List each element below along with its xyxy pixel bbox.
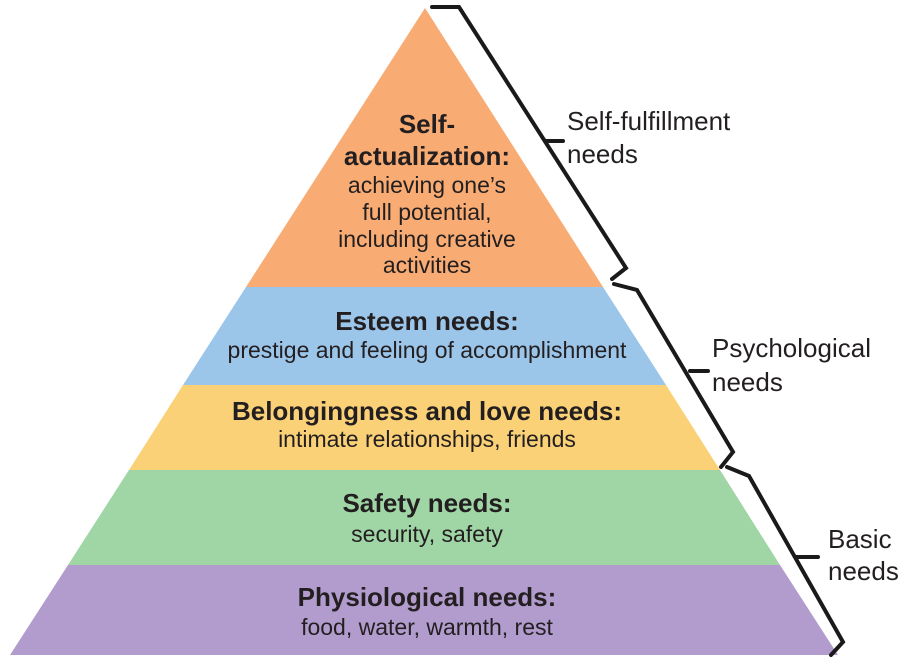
group-label-psychological: Psychological needs (712, 333, 871, 397)
level-desc-line: achieving one’s (348, 172, 506, 198)
group-label-line: needs (567, 139, 638, 169)
level-title-line: Physiological needs: (298, 582, 557, 612)
level-desc-line: prestige and feeling of accomplishment (228, 337, 628, 363)
level-text-self-actualization: Self- actualization: achieving one’s ful… (338, 109, 516, 278)
level-desc-line: full potential, (362, 199, 491, 225)
level-band-safety (68, 470, 780, 565)
level-text-safety: Safety needs: security, safety (342, 488, 511, 547)
level-band-belongingness (129, 385, 720, 470)
group-label-basic: Basic needs (828, 524, 899, 586)
level-title-line: Esteem needs: (335, 306, 519, 336)
level-text-belongingness: Belongingness and love needs: intimate r… (232, 396, 622, 452)
level-desc-line: including creative (338, 226, 516, 252)
group-label-line: Basic (828, 524, 892, 554)
level-title-line: Belongingness and love needs: (232, 396, 622, 426)
level-band-physiological (10, 565, 838, 655)
level-title-line: actualization: (344, 141, 510, 171)
group-label-line: Psychological (712, 333, 871, 363)
level-band-self-actualization (246, 8, 603, 287)
level-title-line: Self- (399, 109, 455, 139)
level-text-physiological: Physiological needs: food, water, warmth… (298, 582, 557, 640)
level-band-esteem (183, 287, 666, 385)
level-desc-line: activities (383, 252, 471, 278)
level-desc-line: security, safety (351, 521, 503, 547)
group-label-line: Self-fulfillment (567, 106, 731, 136)
level-desc-line: intimate relationships, friends (278, 426, 576, 452)
group-label-line: needs (828, 556, 899, 586)
level-text-esteem: Esteem needs: prestige and feeling of ac… (228, 306, 628, 363)
group-label-self-fulfillment: Self-fulfillment needs (567, 106, 731, 169)
bracket-basic (725, 465, 846, 657)
bracket-psychological (612, 282, 736, 469)
bracket-self-fulfillment (430, 5, 629, 281)
group-label-line: needs (712, 367, 783, 397)
level-desc-line: food, water, warmth, rest (301, 614, 553, 640)
level-title-line: Safety needs: (342, 488, 511, 518)
